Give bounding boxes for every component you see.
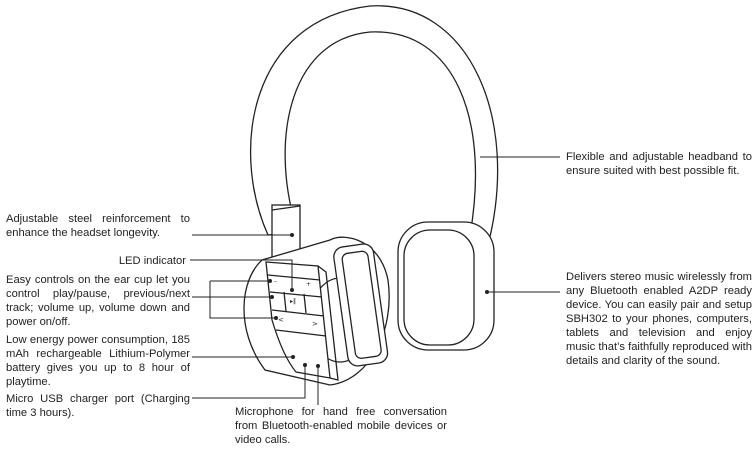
label-usb-port: Micro USB charger port (Charging time 3 … (6, 393, 190, 419)
btn-volume-down[interactable]: – (274, 278, 277, 285)
headband (250, 5, 499, 246)
label-headband: Flexible and adjustable headband to ensu… (566, 151, 752, 177)
leader-lines (190, 156, 560, 405)
right-ear-cup (397, 221, 495, 351)
label-microphone: Microphone for hand free conversation fr… (235, 406, 447, 446)
label-stereo: Delivers stereo music wirelessly from an… (566, 271, 752, 367)
label-controls: Easy controls on the ear cup let you con… (6, 274, 190, 328)
btn-next[interactable]: > (312, 320, 318, 328)
label-led-indicator: LED indicator (118, 255, 186, 267)
btn-previous[interactable]: < (278, 316, 284, 324)
label-steel-reinforcement: Adjustable steel reinforcement to enhanc… (6, 213, 190, 239)
btn-play-pause[interactable]: ▸‖ (290, 298, 297, 305)
btn-volume-up[interactable]: + (306, 281, 312, 288)
label-battery: Low energy power consumption, 185 mAh re… (6, 334, 190, 388)
control-panel (265, 261, 331, 379)
leader-dots (268, 233, 489, 368)
